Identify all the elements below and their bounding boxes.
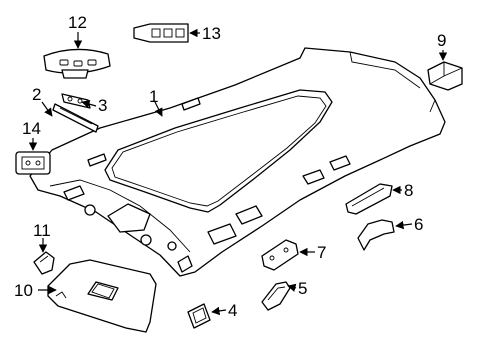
lamp-part-4 (187, 303, 211, 329)
callout-lines (28, 28, 448, 316)
callout-line-2 (41, 101, 53, 117)
callout-line-3 (81, 100, 97, 109)
grab-handle-part-5 (261, 281, 291, 311)
callout-line-5 (287, 283, 297, 292)
callout-label-3: 3 (98, 96, 107, 115)
callout-label-11: 11 (33, 221, 51, 240)
callout-line-4 (211, 306, 227, 316)
callout-label-6: 6 (414, 215, 423, 234)
bracket-part-3 (61, 93, 91, 109)
strip-part-2 (52, 103, 99, 133)
callout-label-10: 10 (14, 281, 33, 300)
callout-line-6 (395, 220, 413, 230)
callout-label-13: 13 (202, 24, 221, 43)
callout-labels: 1 2 3 4 5 6 7 8 9 10 11 12 13 14 (14, 13, 446, 320)
lamp-part-14 (15, 151, 51, 175)
callout-label-14: 14 (22, 119, 41, 138)
callout-label-9: 9 (437, 31, 446, 50)
headliner-part (29, 47, 446, 277)
sun-visor-part-10 (47, 259, 157, 333)
callout-label-5: 5 (298, 279, 307, 298)
bracket-part-7 (261, 239, 299, 271)
callout-label-1: 1 (149, 87, 158, 106)
callout-line-1 (154, 101, 163, 117)
callout-label-12: 12 (68, 13, 87, 32)
map-light-part-13 (133, 23, 189, 43)
clip-part-11 (33, 251, 55, 275)
callout-label-2: 2 (32, 85, 41, 104)
overhead-console-part-12 (43, 48, 111, 79)
callout-label-4: 4 (228, 301, 237, 320)
callout-label-8: 8 (404, 181, 413, 200)
callout-label-7: 7 (317, 243, 326, 262)
rail-part-8 (345, 183, 393, 215)
clip-part-9 (427, 61, 463, 91)
grab-handle-part-6 (357, 219, 395, 251)
